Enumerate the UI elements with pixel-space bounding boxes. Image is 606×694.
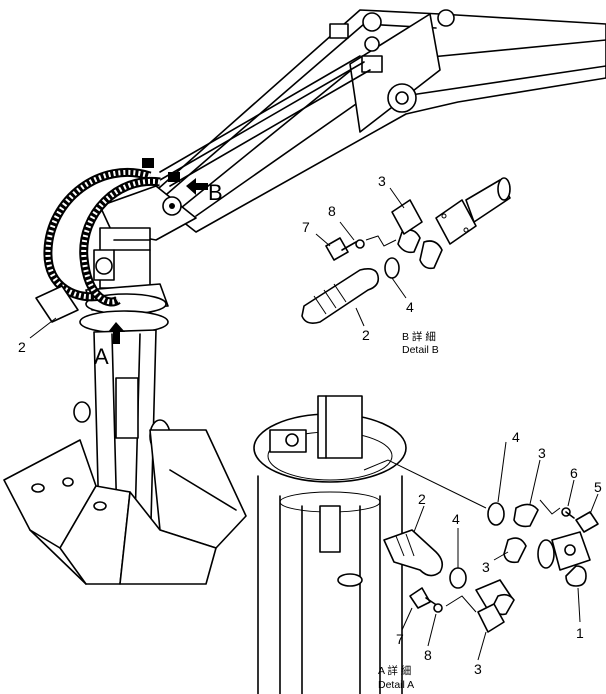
arrow-b-icon (186, 178, 208, 195)
callout-a-oring-mid: 4 (452, 511, 460, 527)
arrow-a-icon (108, 322, 125, 344)
bucket-head-drawing (3, 185, 247, 585)
hose-tag (35, 285, 79, 323)
callout-b-hose: 2 (362, 327, 370, 343)
view-a-label: A (94, 344, 109, 369)
callout-a-bolt-top: 5 (594, 479, 602, 495)
detail-a-drawing (253, 395, 599, 694)
view-b-label: B (208, 180, 223, 205)
callout-a-oring-top: 4 (512, 429, 520, 445)
detail-b-caption-en: Detail B (402, 344, 439, 356)
callout-a-fitting: 1 (576, 625, 584, 641)
callout-a-washer-bottom: 8 (424, 647, 432, 663)
callout-b-oring: 4 (406, 299, 414, 315)
callout-a-bolt-bottom: 7 (396, 631, 404, 647)
boom-arm-drawing (149, 9, 606, 233)
hoses-drawing (43, 158, 180, 307)
callout-b-clamp: 3 (378, 173, 386, 189)
detail-a-caption-en: Detail A (378, 679, 414, 691)
callout-a-clamp-bottom: 3 (474, 661, 482, 677)
callout-a-clamp-top: 3 (538, 445, 546, 461)
detail-b-drawing (301, 177, 511, 324)
detail-b-caption-jp: B 詳 細 (402, 330, 436, 343)
callout-a-hose: 2 (418, 491, 426, 507)
callout-b-bolt: 7 (302, 219, 310, 235)
detail-a-caption-jp: A 詳 細 (378, 664, 411, 677)
callout-b-washer: 8 (328, 203, 336, 219)
callout-a-washer-top: 6 (570, 465, 578, 481)
callout-a-clamp-mid: 3 (482, 559, 490, 575)
callout-main-hose: 2 (18, 339, 26, 355)
